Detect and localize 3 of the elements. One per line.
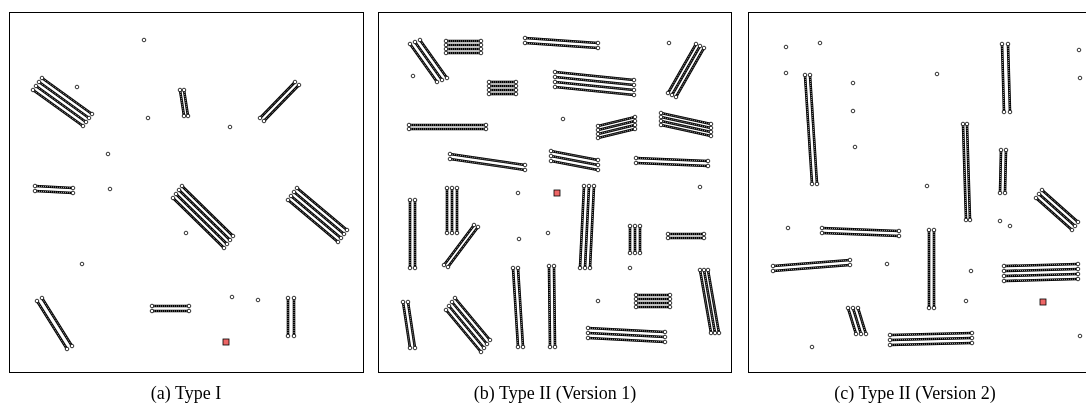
- panel-caption: (c) Type II (Version 2): [834, 383, 996, 404]
- panel-caption: (a) Type I: [150, 383, 222, 404]
- panel-caption: (b) Type II (Version 1): [473, 383, 637, 404]
